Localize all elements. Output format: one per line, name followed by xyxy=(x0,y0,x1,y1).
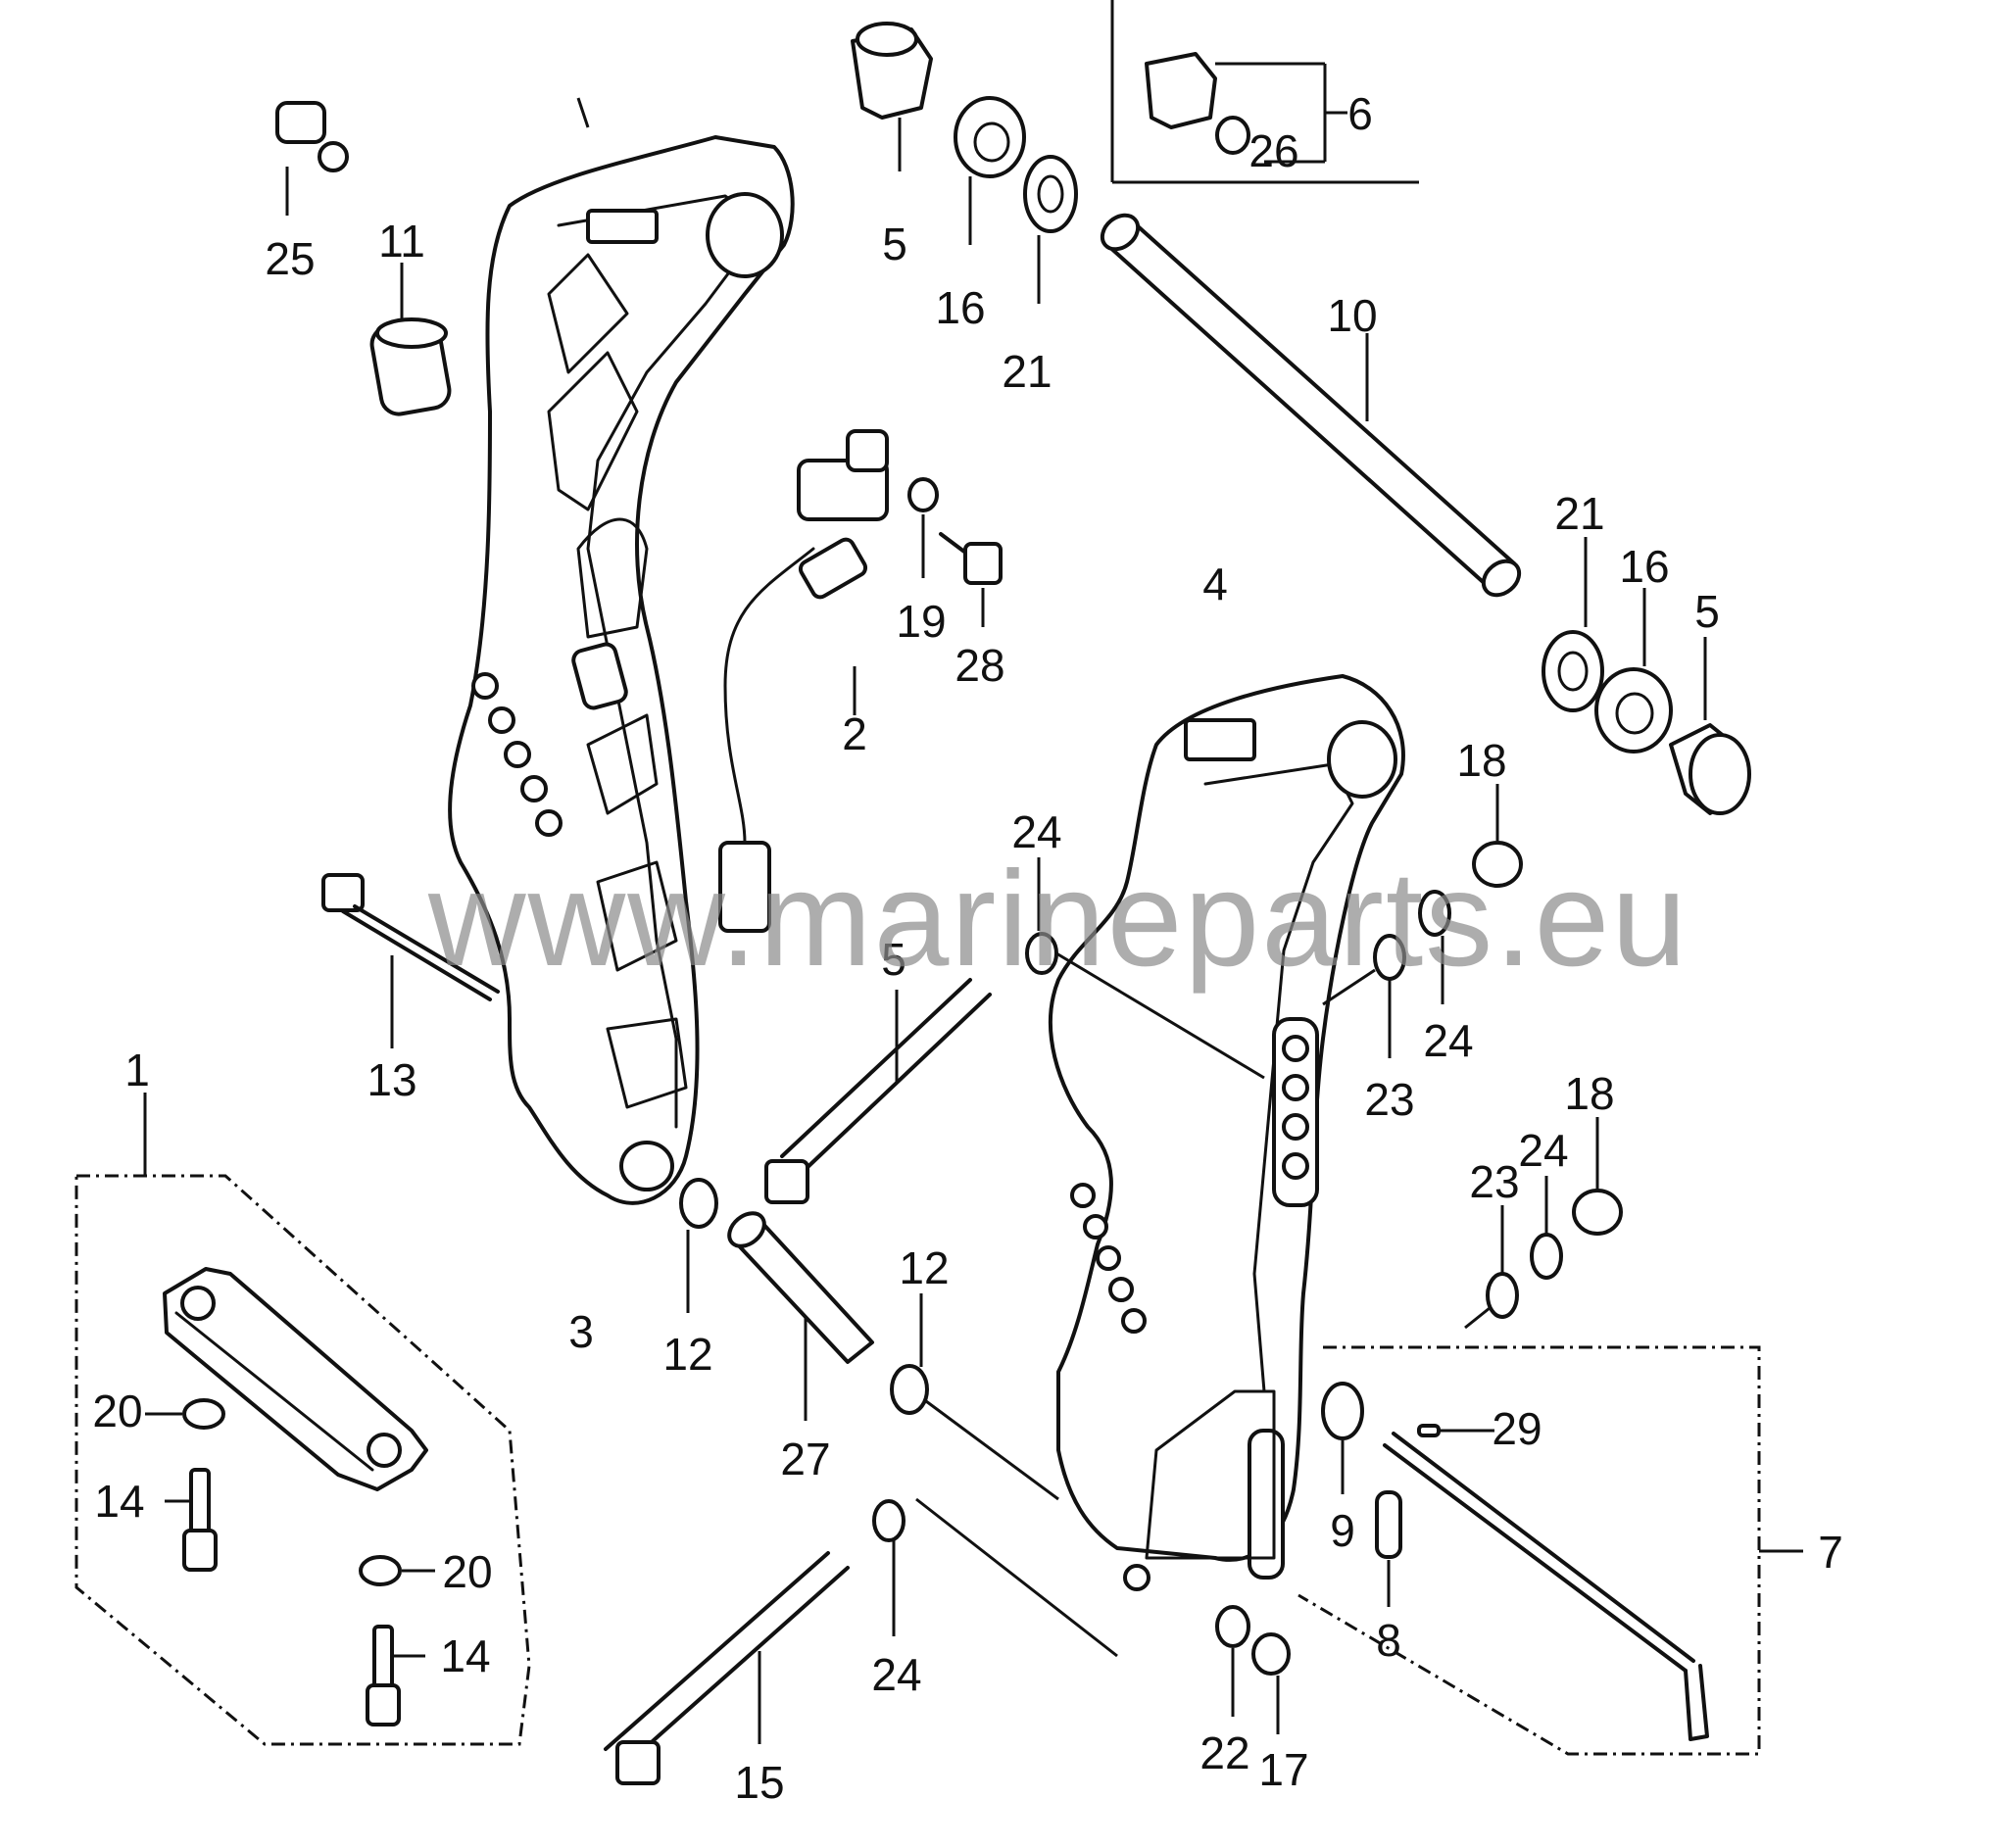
callout-24-upper-right: 24 xyxy=(1423,1015,1473,1066)
callout-12-left: 12 xyxy=(662,1329,712,1380)
stern-bracket-left xyxy=(448,97,795,1205)
part-5-right-nut xyxy=(1669,637,1751,815)
part-24-upper-left xyxy=(1025,857,1265,1080)
callout-10: 10 xyxy=(1327,290,1377,341)
callout-2: 2 xyxy=(842,708,867,759)
callout-27: 27 xyxy=(780,1434,830,1484)
part-15-upper-bolt xyxy=(764,978,992,1204)
part-7-group xyxy=(1297,1345,1803,1756)
part-21-top-washer xyxy=(1023,155,1078,304)
part-15-lower-bolt xyxy=(604,1551,850,1785)
part-11-bushing xyxy=(369,263,452,416)
part-5-top-nut xyxy=(851,22,933,171)
callout-20-lower: 20 xyxy=(442,1546,492,1597)
callout-23-upper: 23 xyxy=(1364,1074,1414,1125)
callout-18-upper: 18 xyxy=(1456,735,1506,786)
callout-20-upper: 20 xyxy=(92,1386,142,1436)
callout-28: 28 xyxy=(955,640,1004,691)
callout-13: 13 xyxy=(367,1054,416,1105)
part-12-left xyxy=(679,1178,718,1313)
callout-14-lower: 14 xyxy=(440,1630,490,1681)
callout-3: 3 xyxy=(568,1306,594,1357)
callout-11: 11 xyxy=(378,216,425,267)
part-24-lower xyxy=(872,1497,1118,1658)
part-17-nut xyxy=(1251,1632,1291,1734)
callout-18-lower: 18 xyxy=(1564,1068,1614,1119)
part-27-spacer xyxy=(727,1211,874,1421)
part-12-right xyxy=(890,1293,1059,1501)
callout-21-right: 21 xyxy=(1554,488,1604,539)
watermark: www.marineparts.eu xyxy=(427,844,1689,995)
part-16-top-nut xyxy=(954,96,1026,245)
part-2-switch xyxy=(718,429,889,933)
callout-12-right: 12 xyxy=(899,1242,949,1293)
callout-6: 6 xyxy=(1347,88,1373,139)
callout-21-top: 21 xyxy=(1002,346,1052,397)
part-1-group xyxy=(74,1093,531,1746)
callout-23-lower: 23 xyxy=(1469,1156,1519,1207)
callout-17: 17 xyxy=(1258,1744,1308,1795)
callout-7: 7 xyxy=(1818,1527,1843,1578)
callout-5-top: 5 xyxy=(882,219,907,269)
part-13-bolt xyxy=(321,873,500,1048)
part-24-right-lower xyxy=(1530,1176,1563,1280)
callout-14-upper: 14 xyxy=(94,1476,144,1527)
callout-25: 25 xyxy=(265,233,315,284)
callout-5-right: 5 xyxy=(1694,586,1720,637)
part-24-upper-right xyxy=(1418,890,1451,1004)
callout-labels: 1 2 3 4 5 5 5 6 7 8 9 10 11 12 12 13 14 … xyxy=(92,88,1842,1808)
callout-1: 1 xyxy=(124,1045,150,1095)
callout-29: 29 xyxy=(1492,1403,1542,1454)
part-18-upper xyxy=(1472,784,1523,888)
part-28-bolt xyxy=(939,532,1003,627)
stern-bracket-right xyxy=(1049,674,1405,1591)
part-18-lower xyxy=(1572,1117,1623,1236)
callout-5-middle: 5 xyxy=(881,934,906,985)
part-23-lower xyxy=(1464,1205,1519,1330)
callout-16-top: 16 xyxy=(935,282,985,333)
callout-8: 8 xyxy=(1376,1615,1401,1666)
part-21-right-washer xyxy=(1542,537,1604,712)
callout-22: 22 xyxy=(1199,1727,1249,1778)
part-16-right-nut xyxy=(1594,588,1673,754)
callout-16-right: 16 xyxy=(1619,541,1669,592)
part-25-grease-fitting xyxy=(275,101,349,216)
callout-24-upper-left: 24 xyxy=(1011,806,1061,857)
callout-9: 9 xyxy=(1330,1505,1355,1556)
callout-4: 4 xyxy=(1202,559,1228,609)
part-22-washer xyxy=(1215,1605,1250,1717)
part-6-group xyxy=(1110,0,1419,184)
part-10-tilt-shaft xyxy=(1100,213,1522,598)
callout-15: 15 xyxy=(734,1757,784,1808)
callout-26: 26 xyxy=(1248,125,1298,176)
part-19-washer xyxy=(907,477,939,578)
callout-19: 19 xyxy=(896,596,946,647)
callout-24-lower: 24 xyxy=(871,1649,921,1700)
part-23-upper xyxy=(1322,934,1406,1058)
callout-24-right: 24 xyxy=(1518,1125,1568,1176)
